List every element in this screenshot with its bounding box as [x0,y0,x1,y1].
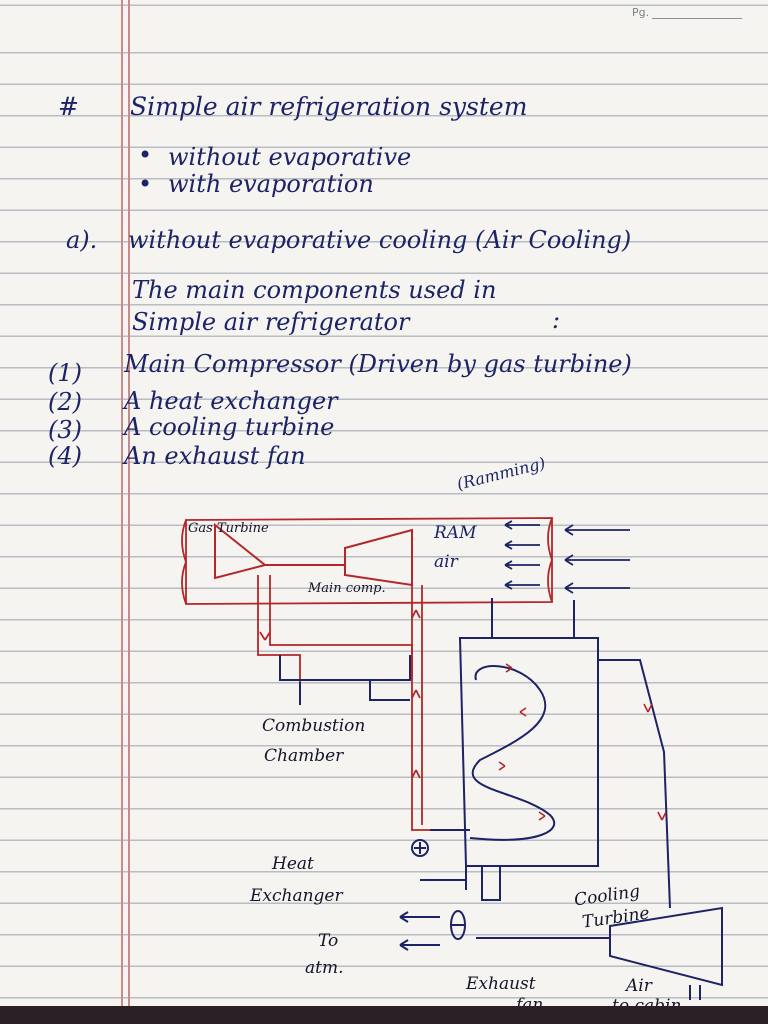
component-number-2: (2) [48,388,82,416]
arrow-down-2 [411,689,421,699]
to-label: To [318,931,339,951]
side-arrow-2 [657,811,667,821]
ram-label: RAM [434,523,477,543]
main-compressor-shape [344,528,413,587]
component-4: An exhaust fan [124,442,306,470]
intro-line-2: Simple air refrigerator [132,308,410,336]
ram-arrow-outer-1 [564,524,630,536]
left-brace [181,519,187,605]
air-label: air [434,552,458,572]
atm-label: atm. [305,958,344,978]
exhaust-fan-icon [450,910,466,940]
section-label: a). [66,226,98,254]
cooling-turbine-shape [609,906,723,987]
ram-arrow-1 [504,520,540,530]
component-2: A heat exchanger [124,387,338,415]
bullet-2: with evaporation [168,170,374,198]
heat-exchanger-label-2: Exchanger [250,886,343,906]
component-number-3: (3) [48,416,82,444]
bottom-edge [0,1006,768,1024]
coil-arrow-1 [505,663,513,673]
gas-turbine-shape [214,522,268,580]
heat-exchanger-box [458,637,599,867]
ram-arrow-outer-2 [564,554,630,566]
margin-line-inner [128,0,130,1024]
combustion-chamber [279,655,411,681]
exhaust-duct [481,866,501,901]
component-3: A cooling turbine [124,413,335,441]
coil-arrow-4 [538,811,546,821]
component-number-1: (1) [48,359,82,387]
to-atm-arrow-2 [399,939,440,951]
exhaust-label: Exhaust [466,974,536,994]
margin-line [121,0,123,1024]
heading-hash: # [58,92,79,121]
bullet-dot-1: • [138,141,153,169]
heat-exchanger-label-1: Heat [272,854,314,874]
arrow-down-1 [411,609,421,619]
ram-arrow-2 [504,540,540,550]
component-number-4: (4) [48,442,82,470]
air-to-cabin-label-1: Air [626,976,652,996]
heat-exchanger-symbol-cross [414,842,426,854]
combustion-label-2: Chamber [264,746,344,766]
arrow-down-3 [411,769,421,779]
heat-exchanger-symbol-icon [411,839,429,857]
ram-arrow-outer-3 [564,582,630,594]
ram-arrow-4 [504,580,540,590]
coil-arrow-2 [519,707,527,717]
page-number-label: Pg. [632,6,650,19]
intro-line-1: The main components used in [132,276,497,304]
duct-compressor-down [411,585,430,831]
main-comp-label: Main comp. [308,581,386,596]
ram-arrow-3 [504,560,540,570]
gas-turbine-label: Gas Turbine [188,521,269,536]
intro-colon: : [552,306,561,334]
air-to-cabin-outlet [689,985,701,1000]
page-title: Simple air refrigeration system [130,92,528,121]
page-number-line [652,18,742,19]
exchanger-to-cooling-turbine [598,659,671,909]
bullet-1: without evaporative [168,143,412,171]
exchanger-coil [469,665,556,841]
combustion-label-1: Combustion [262,716,366,736]
coil-arrow-3 [498,761,506,771]
bullet-dot-2: • [138,170,153,198]
arrow-up-1 [259,631,271,641]
section-title: without evaporative cooling (Air Cooling… [128,226,632,254]
component-1: Main Compressor (Driven by gas turbine) [124,350,632,378]
combustion-outlet [369,680,410,701]
to-atm-arrow-1 [399,911,440,923]
side-arrow-1 [643,703,653,713]
right-brace [547,517,553,603]
